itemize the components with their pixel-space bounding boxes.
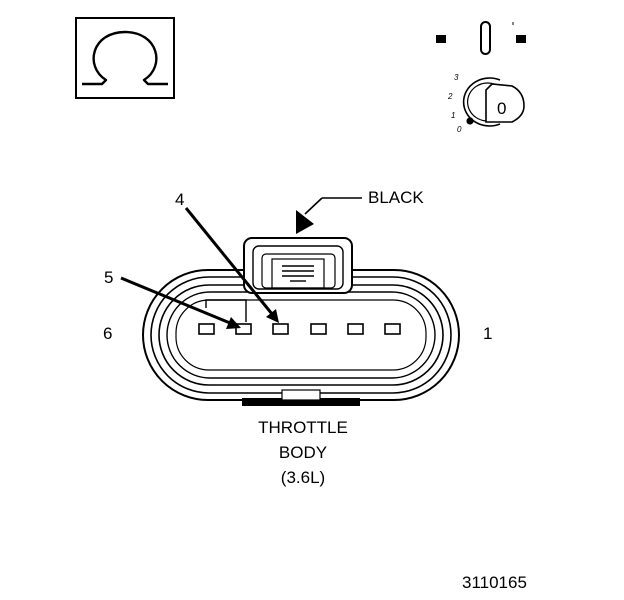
connector-name-line3: (3.6L) [281,468,325,487]
pin-4 [272,323,289,335]
callout-arrow-4 [184,207,279,323]
connector-name-line1: THROTTLE [258,418,348,437]
pin-3 [310,323,327,335]
omega-icon [75,17,175,99]
ignition-position-1: 1 [451,111,455,120]
ignition-position-3: 3 [454,73,459,82]
pin-1 [384,323,401,335]
ignition-key-label: 0 [497,99,506,118]
callout-arrow-5 [120,276,241,329]
pin-label-1: 1 [483,324,492,343]
callout-label-5: 5 [104,268,113,287]
ignition-position-2: 2 [447,92,453,101]
ignition-key-icon: 0 3 2 1 0 [436,21,526,134]
pin-2 [347,323,364,335]
pin-6 [198,323,215,335]
callout-label-4: 4 [175,190,184,209]
pin-label-6: 6 [103,324,112,343]
connector-name-line2: BODY [279,443,327,462]
pin-5 [235,323,252,335]
ignition-position-0: 0 [457,125,462,134]
color-callout-arrow [296,197,362,234]
connector-color-label: BLACK [368,188,424,207]
connector-body [142,237,460,406]
figure-number: 3110165 [462,573,527,592]
